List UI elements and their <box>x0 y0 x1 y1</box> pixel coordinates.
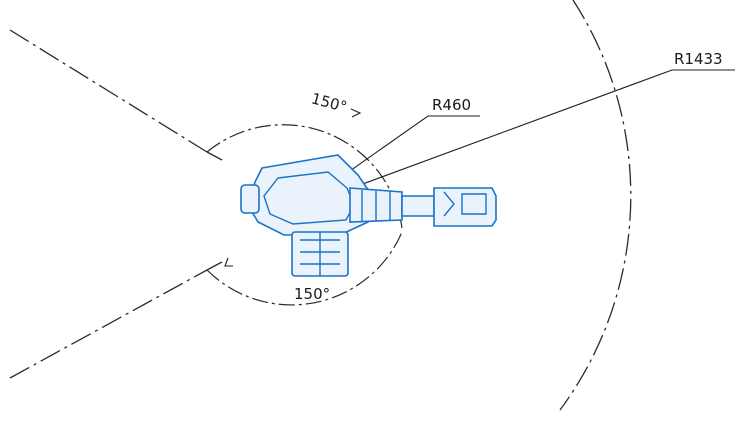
inner-radius-label: R460 <box>432 96 471 114</box>
upper-angle-label: 150° <box>309 89 349 116</box>
upper-arc-arrow <box>350 108 362 118</box>
lower-notch <box>206 261 223 271</box>
outer-reach-boundary <box>9 0 632 411</box>
lower-limit-line <box>9 269 208 379</box>
dimension-labels: R1433 R460 150° 150° <box>294 50 723 303</box>
lower-arc-arrow <box>224 257 233 267</box>
motor-block-details <box>300 232 340 276</box>
end-effector-details <box>443 191 487 217</box>
lower-angle-arc <box>206 231 403 306</box>
forearm-wrist <box>401 195 435 217</box>
base-cable-port <box>240 184 260 214</box>
outer-radius-label: R1433 <box>674 50 723 68</box>
dimension-leaders <box>302 69 735 207</box>
upper-notch <box>206 151 223 161</box>
end-effector <box>433 187 497 227</box>
outer-reach-arc <box>559 0 632 411</box>
upper-limit-line <box>9 29 208 153</box>
base-inner-ring <box>263 171 355 225</box>
upper-arm-details <box>361 190 391 221</box>
r1433-leader <box>302 69 735 207</box>
lower-angle-label: 150° <box>294 285 330 303</box>
robot-top-view <box>240 154 497 277</box>
